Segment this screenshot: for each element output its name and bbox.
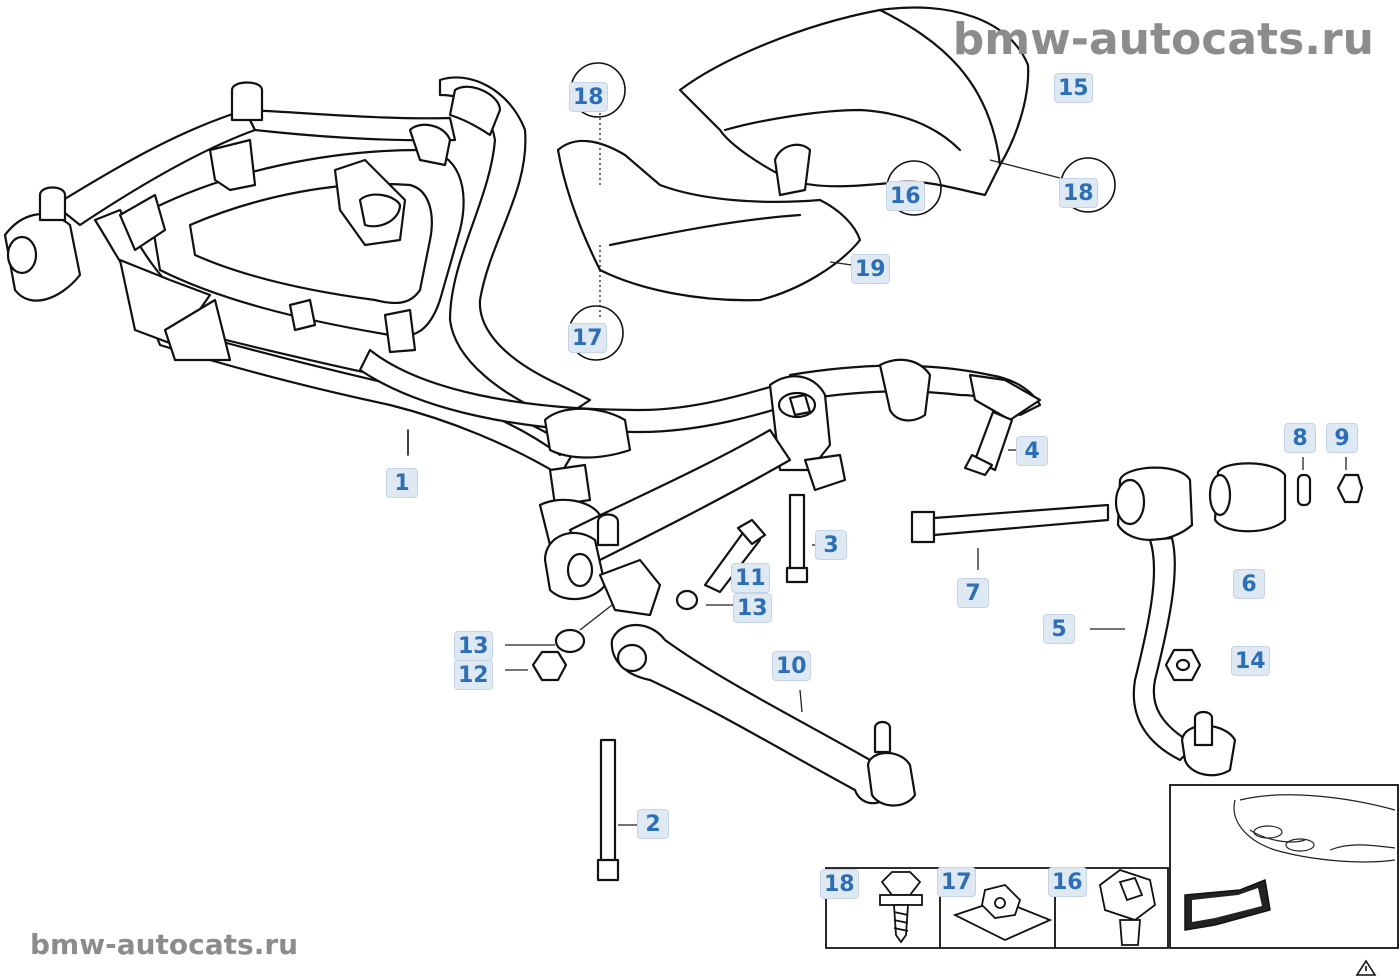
callout-18-top[interactable]: 18 (569, 82, 608, 112)
bolt-3 (785, 493, 809, 584)
callout-3[interactable]: 3 (815, 530, 847, 560)
callout-12[interactable]: 12 (454, 660, 493, 690)
thrust-rod-5 (1114, 466, 1237, 777)
callout-5[interactable]: 5 (1043, 614, 1075, 644)
callout-8[interactable]: 8 (1284, 423, 1316, 453)
callout-14[interactable]: 14 (1231, 646, 1270, 676)
nut-9 (1336, 473, 1364, 504)
callout-16[interactable]: 16 (886, 181, 925, 211)
nut-12 (531, 650, 568, 682)
bolt-11 (703, 518, 767, 594)
callout-6[interactable]: 6 (1233, 569, 1265, 599)
callout-13-left[interactable]: 13 (454, 631, 493, 661)
callout-1[interactable]: 1 (386, 468, 418, 498)
callout-11[interactable]: 11 (731, 563, 770, 593)
splash-shield-upper (678, 6, 1030, 197)
watermark-bottom: bmw-autocats.ru (30, 928, 299, 961)
bolt-2 (596, 738, 620, 882)
callout-7[interactable]: 7 (957, 578, 989, 608)
bushing-6 (1208, 462, 1287, 533)
callout-10[interactable]: 10 (772, 651, 811, 681)
callout-4[interactable]: 4 (1016, 436, 1048, 466)
bolt-4 (963, 410, 1014, 477)
callout-18-inset[interactable]: 18 (820, 869, 859, 899)
callout-2[interactable]: 2 (637, 809, 669, 839)
front-axle-subframe (3, 76, 1042, 547)
callout-17-inset[interactable]: 17 (937, 867, 976, 897)
control-arm-10 (610, 624, 917, 807)
inset-hardware-panels (825, 784, 1399, 949)
splash-shield-lower (556, 139, 862, 302)
callout-18-right[interactable]: 18 (1059, 178, 1098, 208)
bolt-7 (910, 503, 1110, 544)
callout-17[interactable]: 17 (568, 323, 607, 353)
tension-strut-mount (543, 375, 847, 617)
washer-13-left (554, 628, 586, 654)
washer-13 (675, 589, 699, 611)
callout-19[interactable]: 19 (851, 254, 890, 284)
callout-9[interactable]: 9 (1326, 423, 1358, 453)
callout-15[interactable]: 15 (1054, 73, 1093, 103)
callout-13-right[interactable]: 13 (733, 593, 772, 623)
warning-triangle-icon (1355, 959, 1377, 976)
callout-16-inset[interactable]: 16 (1048, 867, 1087, 897)
washer-8 (1296, 473, 1312, 507)
watermark-top: bmw-autocats.ru (952, 14, 1374, 65)
